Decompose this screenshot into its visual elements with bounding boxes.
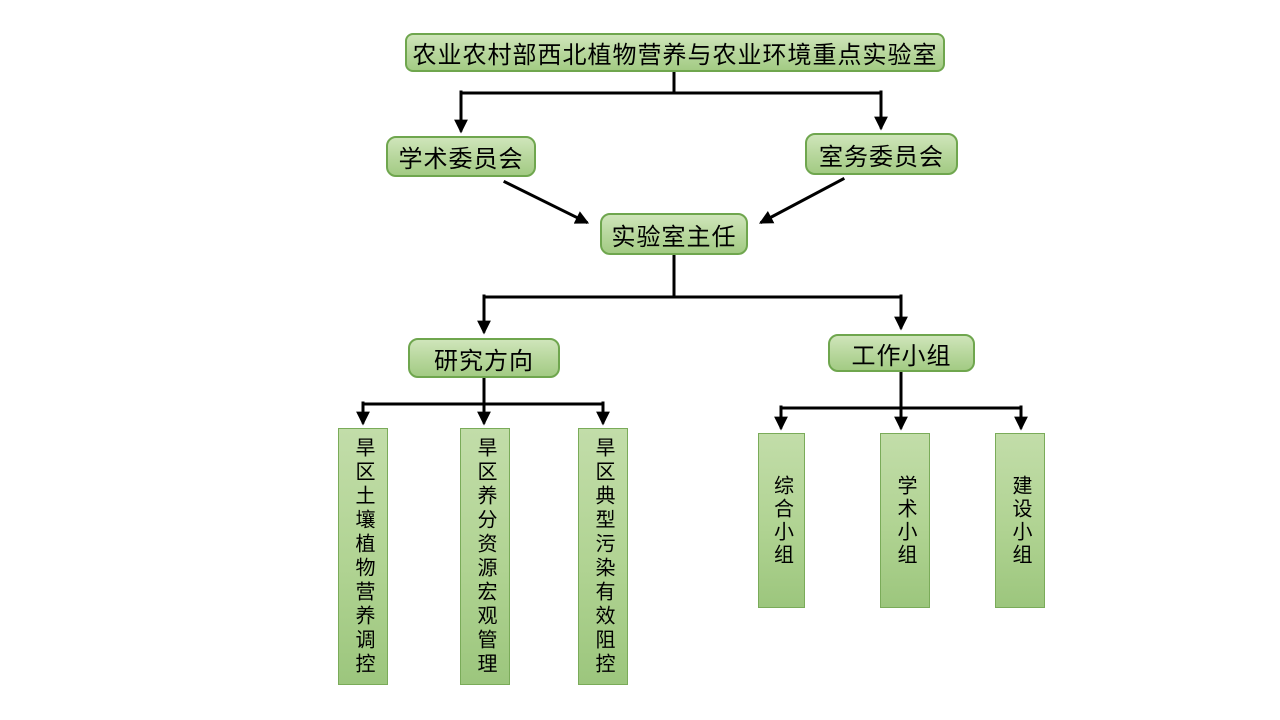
node-research-item-2-label: 旱区养分资源宏观管理 xyxy=(474,436,496,677)
node-group-item-construction: 建设小组 xyxy=(995,433,1045,608)
node-root: 农业农村部西北植物营养与农业环境重点实验室 xyxy=(405,33,945,72)
node-group-item-1-label: 综合小组 xyxy=(770,474,793,567)
node-research-item-3-label: 旱区典型污染有效阻控 xyxy=(592,436,614,677)
node-office-committee-label: 室务委员会 xyxy=(819,143,944,171)
node-group-item-2-label: 学术小组 xyxy=(894,474,916,567)
node-lab-director: 实验室主任 xyxy=(600,213,748,255)
node-root-label: 农业农村部西北植物营养与农业环境重点实验室 xyxy=(412,42,938,69)
node-research-directions-label: 研究方向 xyxy=(434,347,534,375)
node-academic-committee: 学术委员会 xyxy=(386,136,536,177)
node-working-groups: 工作小组 xyxy=(828,334,975,372)
node-research-item-1-label: 旱区土壤植物营养调控 xyxy=(352,436,374,677)
node-research-directions: 研究方向 xyxy=(408,338,560,378)
node-research-item-nutrient-resource-management: 旱区养分资源宏观管理 xyxy=(460,428,510,685)
node-group-item-academic: 学术小组 xyxy=(880,433,930,608)
node-research-item-pollution-control: 旱区典型污染有效阻控 xyxy=(578,428,628,685)
node-academic-committee-label: 学术委员会 xyxy=(398,146,524,173)
node-lab-director-label: 实验室主任 xyxy=(611,223,737,251)
node-group-item-3-label: 建设小组 xyxy=(1009,474,1031,567)
node-group-item-comprehensive: 综合小组 xyxy=(758,433,805,608)
node-research-item-soil-plant-nutrition: 旱区土壤植物营养调控 xyxy=(338,428,388,685)
node-office-committee: 室务委员会 xyxy=(805,133,958,175)
node-working-groups-label: 工作小组 xyxy=(851,342,952,370)
